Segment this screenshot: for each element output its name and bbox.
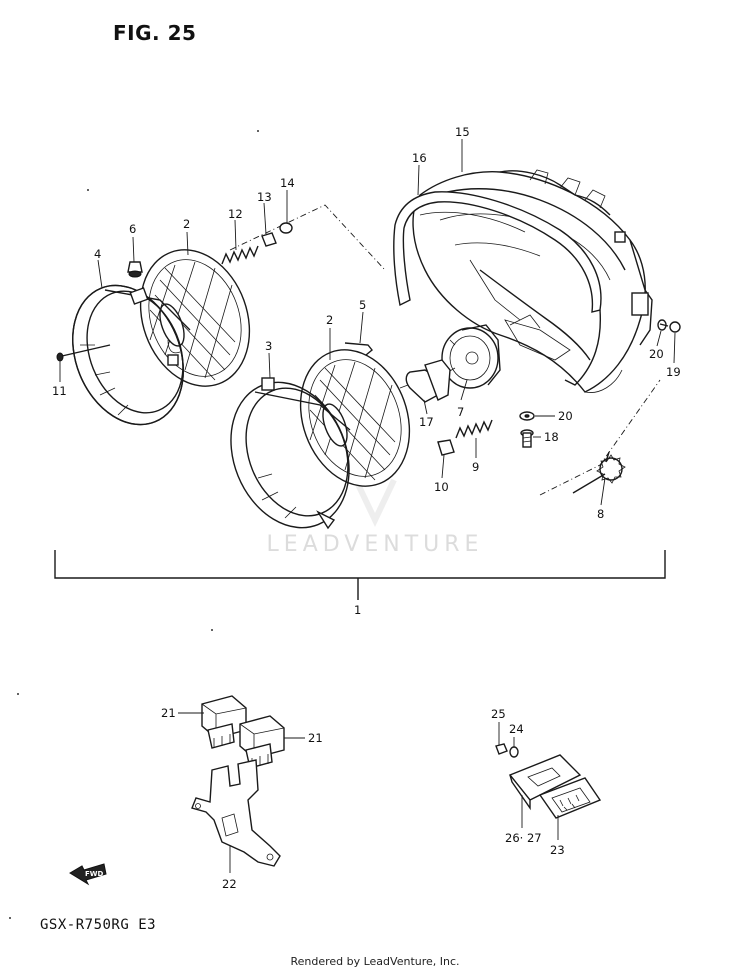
leader-lines <box>59 139 676 873</box>
callout-6: 6 <box>129 222 136 236</box>
callout-7: 7 <box>457 405 464 419</box>
washer-24 <box>509 746 519 758</box>
trim-strip <box>393 191 602 386</box>
callout-9: 9 <box>472 460 479 474</box>
fwd-label: FWD <box>85 870 104 878</box>
callout-21-left: 21 <box>161 706 176 720</box>
callout-12: 12 <box>228 207 243 221</box>
bolt-18 <box>520 429 534 448</box>
bulb-socket-7 <box>441 324 501 389</box>
screw-19 <box>659 321 681 333</box>
bulb-17 <box>399 359 451 403</box>
right-headlight-case <box>230 377 351 530</box>
screw-6 <box>127 261 143 278</box>
callout-25: 25 <box>491 707 506 721</box>
callout-2-right: 2 <box>326 313 333 327</box>
callout-3: 3 <box>265 339 272 353</box>
callout-18: 18 <box>544 430 559 444</box>
callout-5: 5 <box>359 298 366 312</box>
figure-title: FIG. 25 <box>113 21 197 45</box>
nut-13 <box>261 232 277 247</box>
render-credit: Rendered by LeadVenture, Inc. <box>290 955 460 968</box>
callout-19: 19 <box>666 365 681 379</box>
right-headlight-unit <box>299 349 411 487</box>
adjusting-spring-12 <box>221 245 259 265</box>
relay-21-right <box>239 715 285 769</box>
watermark-logo-icon <box>353 478 397 527</box>
scan-specks <box>9 130 259 919</box>
callout-22: 22 <box>222 877 237 891</box>
callout-26-27: 26· 27 <box>505 831 542 845</box>
left-headlight-rim <box>72 284 191 426</box>
wire-clip-5 <box>344 342 373 356</box>
callout-1: 1 <box>354 603 361 617</box>
cap-14 <box>279 222 293 234</box>
callout-24: 24 <box>509 722 524 736</box>
lamp-lens-23 <box>538 777 602 819</box>
callout-20-center: 20 <box>558 409 573 423</box>
callout-21-right: 21 <box>308 731 323 745</box>
callout-10: 10 <box>434 480 449 494</box>
callout-17: 17 <box>419 415 434 429</box>
callout-4: 4 <box>94 247 101 261</box>
model-code: GSX-R750RG E3 <box>40 917 157 933</box>
callout-11: 11 <box>52 384 67 398</box>
watermark-text: LEADVENTURE <box>266 532 484 557</box>
callout-13: 13 <box>257 190 272 204</box>
callout-2-left: 2 <box>183 217 190 231</box>
callout-23: 23 <box>550 843 565 857</box>
callout-16: 16 <box>412 151 427 165</box>
assembly-bracket <box>54 550 666 600</box>
headlight-housing <box>412 169 653 393</box>
relay-bracket-22 <box>191 759 281 867</box>
adjuster-screw-8 <box>572 451 626 494</box>
callout-20-right: 20 <box>649 347 664 361</box>
callout-8: 8 <box>597 507 604 521</box>
spring-9 <box>455 419 493 439</box>
adjuster-10 <box>437 439 455 456</box>
washer-20 <box>519 411 535 421</box>
callout-labels: 1 2 2 3 4 5 6 7 8 9 10 11 12 13 14 15 16… <box>52 125 681 891</box>
lamp-housing-26 <box>508 754 582 811</box>
fwd-arrow-icon: FWD <box>69 863 107 886</box>
callout-15: 15 <box>455 125 470 139</box>
callout-14: 14 <box>280 176 295 190</box>
nut-25 <box>495 743 508 755</box>
relay-21-left <box>201 695 247 749</box>
